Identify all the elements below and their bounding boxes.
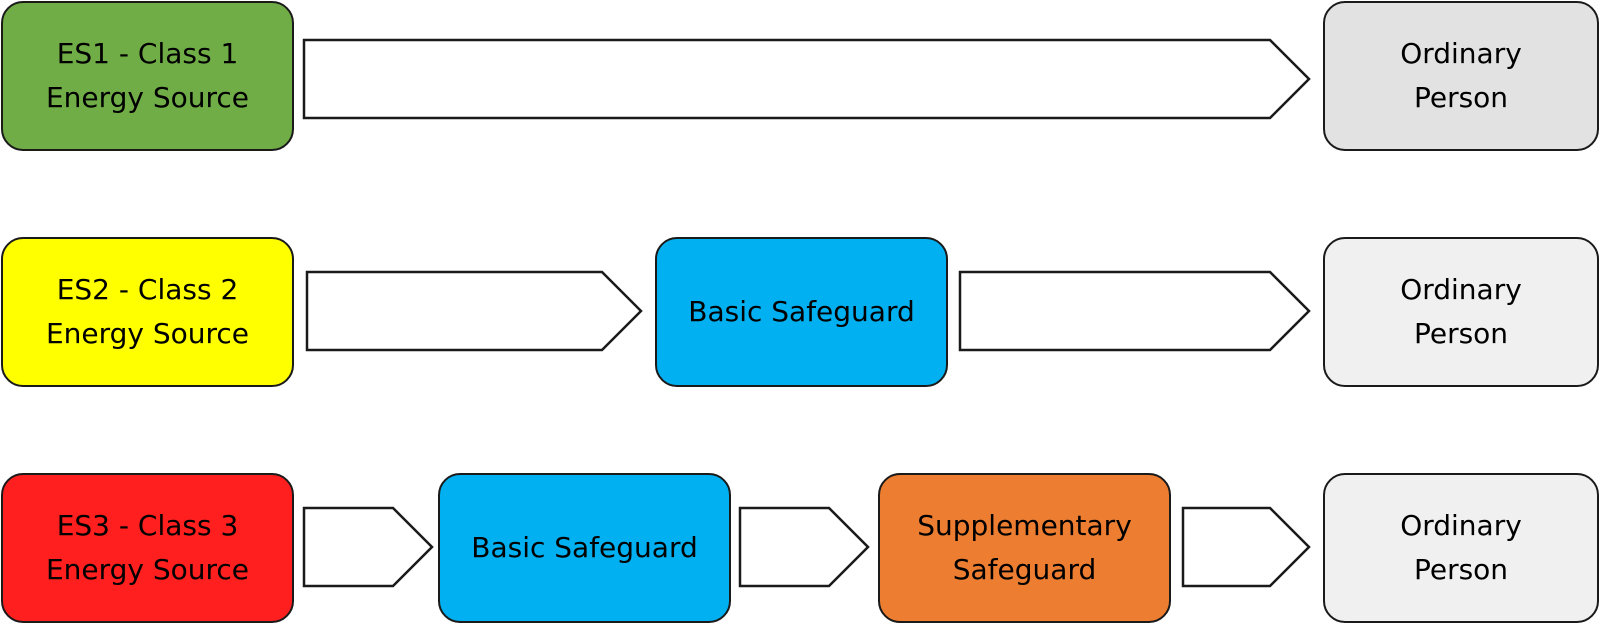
arrow-row3-b xyxy=(738,506,870,588)
arrow-row2-a xyxy=(305,270,643,352)
es1-class1-source-box: ES1 - Class 1 Energy Source xyxy=(1,1,294,151)
es3-class3-source-box: ES3 - Class 3 Energy Source xyxy=(1,473,294,623)
es2-class2-source-box: ES2 - Class 2 Energy Source xyxy=(1,237,294,387)
basic-safeguard-box-row3: Basic Safeguard xyxy=(438,473,731,623)
arrow-row2-b xyxy=(958,270,1311,352)
arrow-row1 xyxy=(302,38,1311,120)
ordinary-person-line1: Ordinary xyxy=(1400,273,1522,306)
es3-line2: Energy Source xyxy=(45,553,250,586)
arrow-row3-a xyxy=(302,506,434,588)
ordinary-person-line2: Person xyxy=(1413,317,1509,350)
ordinary-person-box-row2: Ordinary Person xyxy=(1323,237,1599,387)
supplementary-safeguard-line1: Supplementary xyxy=(917,509,1132,542)
supplementary-safeguard-box: Supplementary Safeguard xyxy=(878,473,1171,623)
basic-safeguard-label: Basic Safeguard xyxy=(688,295,915,328)
ordinary-person-line2: Person xyxy=(1413,81,1509,114)
basic-safeguard-label: Basic Safeguard xyxy=(471,531,698,564)
ordinary-person-line1: Ordinary xyxy=(1400,37,1522,70)
es1-line2: Energy Source xyxy=(45,81,250,114)
arrow-row3-c xyxy=(1181,506,1311,588)
es1-line1: ES1 - Class 1 xyxy=(56,37,239,70)
basic-safeguard-box-row2: Basic Safeguard xyxy=(655,237,948,387)
ordinary-person-box-row3: Ordinary Person xyxy=(1323,473,1599,623)
ordinary-person-line1: Ordinary xyxy=(1400,509,1522,542)
es2-line2: Energy Source xyxy=(45,317,250,350)
ordinary-person-line2: Person xyxy=(1413,553,1509,586)
es3-line1: ES3 - Class 3 xyxy=(56,509,239,542)
supplementary-safeguard-line2: Safeguard xyxy=(952,553,1097,586)
es2-line1: ES2 - Class 2 xyxy=(56,273,239,306)
ordinary-person-box-row1: Ordinary Person xyxy=(1323,1,1599,151)
